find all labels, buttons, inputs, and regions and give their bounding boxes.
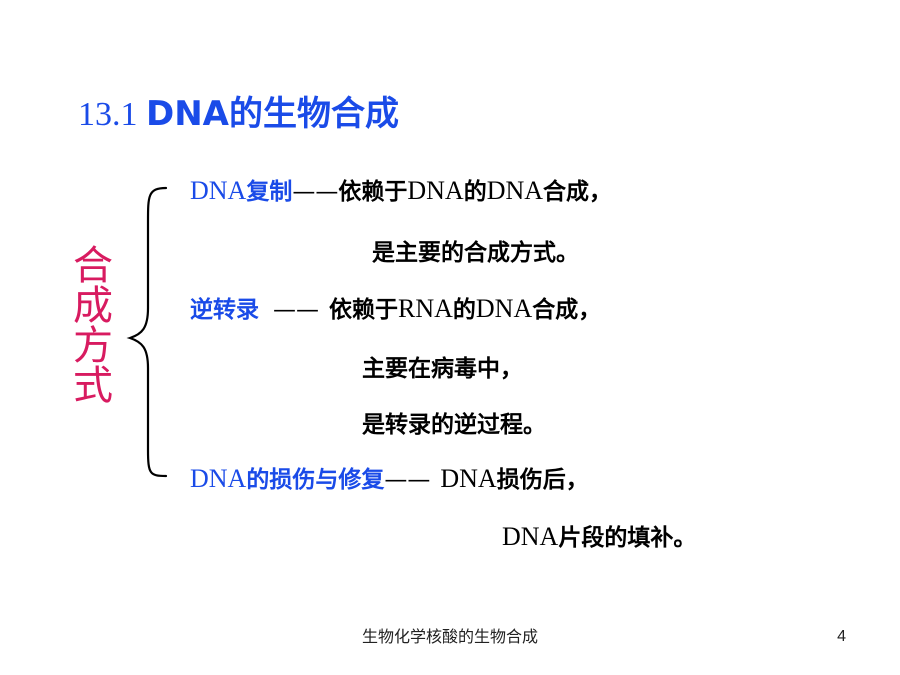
- side-label-char: 式: [73, 363, 113, 409]
- dash: ——: [292, 179, 339, 205]
- dash: ——: [384, 467, 431, 493]
- desc-latin: DNA: [486, 176, 544, 205]
- desc: 合成，: [543, 179, 613, 205]
- title-number: 13.1: [78, 96, 146, 133]
- dash: ——: [273, 297, 319, 323]
- page-number: 4: [837, 628, 846, 645]
- title-text: DNA的生物合成: [146, 94, 399, 134]
- item-dna-replication: DNA复制——依赖于DNA的DNA合成，: [190, 176, 612, 207]
- desc: 依赖于: [338, 179, 408, 205]
- cont-latin: DNA: [502, 522, 559, 551]
- desc-latin: RNA: [398, 294, 453, 323]
- desc: 依赖于: [329, 297, 398, 323]
- slide-title: 13.1 DNA的生物合成: [78, 92, 399, 137]
- item-dna-repair-cont: DNA片段的填补。: [502, 522, 696, 553]
- side-label-char: 成: [73, 283, 113, 329]
- curly-brace: [126, 186, 168, 478]
- item-dna-replication-cont: 是主要的合成方式。: [372, 240, 579, 266]
- side-label: 合 成 方 式: [70, 246, 116, 406]
- desc: 的: [463, 179, 487, 205]
- item-reverse-transcription: 逆转录 —— 依赖于RNA的DNA合成，: [190, 294, 601, 325]
- item-dna-repair: DNA的损伤与修复——DNA损伤后，: [190, 464, 589, 495]
- desc-latin: DNA: [440, 464, 497, 493]
- desc: 损伤后，: [496, 467, 589, 493]
- term-cjk: 的损伤与修复: [246, 467, 385, 493]
- term-latin: DNA: [190, 464, 247, 493]
- side-label-char: 方: [73, 323, 113, 369]
- desc: 的: [452, 297, 476, 323]
- desc-latin: DNA: [475, 294, 533, 323]
- item-reverse-transcription-cont-2: 是转录的逆过程。: [362, 412, 546, 438]
- desc-latin: DNA: [407, 176, 464, 205]
- item-reverse-transcription-cont-1: 主要在病毒中，: [362, 356, 523, 382]
- side-label-char: 合: [73, 243, 113, 289]
- desc: 合成，: [532, 297, 602, 323]
- footer-caption: 生物化学核酸的生物合成: [361, 627, 538, 646]
- term-latin: DNA: [190, 176, 247, 205]
- cont: 片段的填补。: [558, 525, 697, 551]
- term-cjk: 逆转录: [190, 297, 259, 323]
- term-cjk: 复制: [246, 179, 293, 205]
